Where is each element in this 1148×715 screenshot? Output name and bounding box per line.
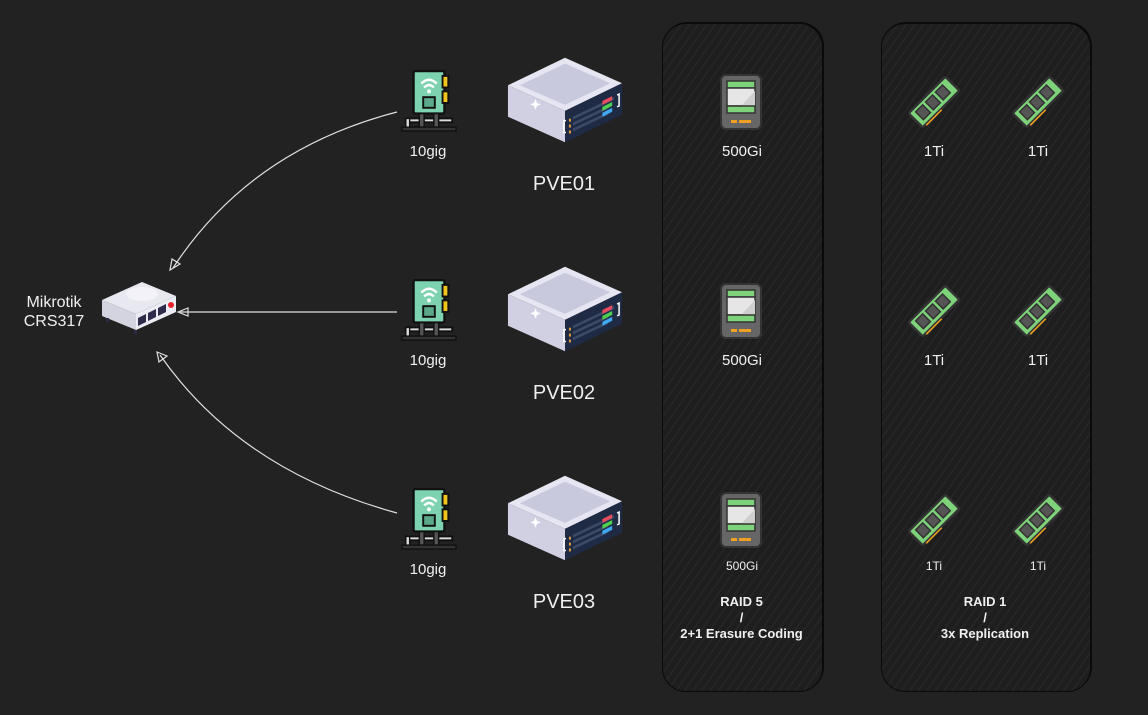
raid-title-line3: 2+1 Erasure Coding [680,626,803,641]
drive-label: 1Ti [923,143,945,160]
drive-label: 1Ti [1027,143,1049,160]
nvme-icon [1008,281,1068,341]
network-card-icon [400,486,458,554]
raid1-group[interactable] [881,23,1091,692]
drive-label: 1Ti [925,559,943,573]
server-icon [506,264,624,354]
ssd-icon [719,491,763,549]
raid-title-line2: / [739,610,744,625]
drive-label: 1Ti [1027,352,1049,369]
switch-name-line1: Mikrotik [26,294,82,311]
server-name: PVE02 [532,382,596,404]
raid-title-line2: / [983,610,987,625]
ssd-icon [719,282,763,340]
switch-name-line2: CRS317 [23,313,85,330]
network-switch-icon [98,278,178,338]
nic-label: 10gig [409,143,447,160]
server-icon [506,473,624,563]
raid-title-line1: RAID 5 [720,594,763,609]
nvme-icon [1008,490,1068,550]
nic-label: 10gig [409,561,447,578]
arrowhead-icon [169,258,182,272]
drive-label: 500Gi [721,352,763,369]
edge-pve01-to-switch[interactable] [172,111,398,269]
drive-label: 1Ti [923,352,945,369]
network-card-icon [400,277,458,345]
switch-label: Mikrotik CRS317 [10,293,98,331]
arrowhead-icon [156,351,169,364]
raid-title-line1: RAID 1 [963,594,1007,609]
nvme-icon [904,490,964,550]
drive-label: 500Gi [725,559,759,573]
raid5-group[interactable] [662,23,823,692]
arrowhead-icon [176,307,189,317]
network-card-icon [400,68,458,136]
server-name: PVE03 [532,591,596,613]
nvme-icon [904,281,964,341]
raid-title-line3: 3x Replication [940,626,1030,641]
edge-pve03-to-switch[interactable] [159,354,398,514]
drive-label: 500Gi [721,143,763,160]
server-name: PVE01 [532,173,596,195]
server-icon [506,55,624,145]
nvme-icon [904,72,964,132]
raid1-title: RAID 1 / 3x Replication [881,594,1089,642]
drive-label: 1Ti [1029,559,1047,573]
nic-label: 10gig [409,352,447,369]
raid5-title: RAID 5 / 2+1 Erasure Coding [662,594,821,642]
ssd-icon [719,73,763,131]
nvme-icon [1008,72,1068,132]
